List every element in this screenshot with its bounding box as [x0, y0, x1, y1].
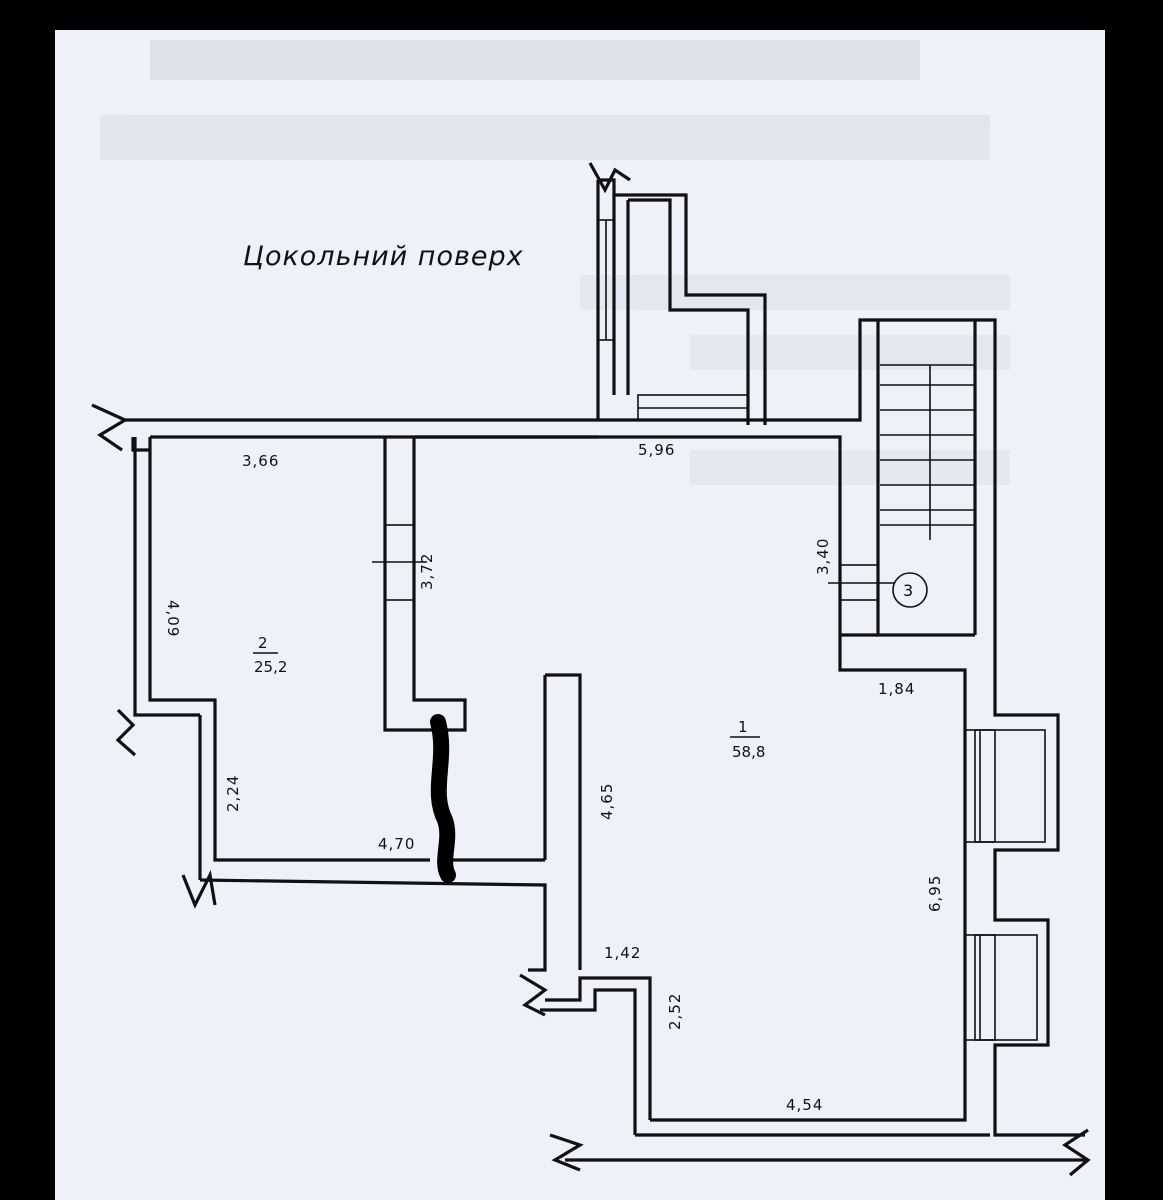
dim-2-52: 2,52: [666, 993, 684, 1030]
dim-4-09: 4,09: [164, 600, 182, 637]
room-1-label: 1 58,8: [730, 718, 765, 761]
room-1-number: 1: [738, 718, 748, 736]
stair-marker-label: 3: [903, 581, 913, 600]
dim-1-42: 1,42: [604, 944, 641, 962]
room-2-area: 25,2: [254, 658, 287, 676]
window-tower-left: [597, 219, 615, 341]
plan-sheet: [55, 30, 1105, 1200]
walls: [122, 178, 1085, 1162]
dim-4-54: 4,54: [786, 1096, 823, 1114]
doorway-partition: [372, 524, 427, 601]
dim-1-84: 1,84: [878, 680, 915, 698]
dim-2-24: 2,24: [224, 775, 242, 812]
floor-title: Цокольний поверх: [243, 241, 524, 272]
window-right-upper: [964, 729, 1046, 843]
dim-5-96: 5,96: [638, 441, 675, 459]
dim-4-65: 4,65: [598, 783, 616, 820]
dim-6-95: 6,95: [926, 875, 944, 912]
dimensions: 3,66 5,96 4,09 3,72 3,40 1,84 2,24 4,70 …: [164, 441, 944, 1114]
dim-3-40: 3,40: [814, 538, 832, 575]
room-2-number: 2: [258, 634, 268, 652]
stair-marker-circle: [892, 572, 928, 608]
room-1-area: 58,8: [732, 743, 765, 761]
redaction-mark: [430, 714, 456, 883]
staircase: 3: [828, 364, 975, 608]
dim-3-72: 3,72: [418, 553, 436, 590]
dim-3-66: 3,66: [242, 452, 279, 470]
window-right-lower: [964, 934, 1038, 1041]
wall-break-symbols: [91, 162, 1091, 1177]
show-through-text: [100, 40, 1010, 485]
vent-under-tower: [637, 394, 749, 421]
dim-4-70: 4,70: [378, 835, 415, 853]
room-2-label: 2 25,2: [253, 634, 287, 676]
